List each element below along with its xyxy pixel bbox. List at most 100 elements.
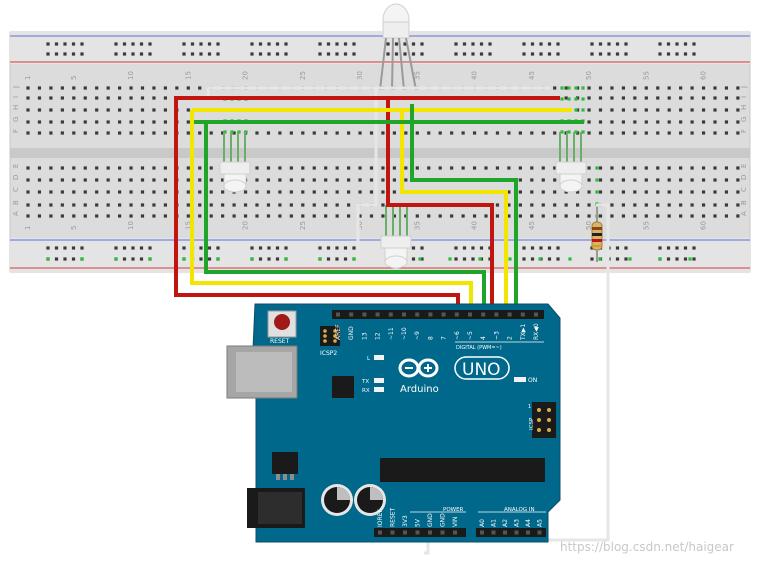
breadboard-hole — [152, 86, 156, 90]
breadboard-hole — [95, 96, 99, 100]
breadboard-hole — [186, 166, 190, 170]
rail-hole — [275, 42, 280, 46]
breadboard-hole — [95, 214, 99, 218]
rgb-led-top — [379, 3, 417, 91]
breadboard-hole — [724, 214, 729, 218]
header-pin — [415, 312, 420, 317]
breadboard-hole — [163, 214, 167, 218]
rail-hole — [71, 246, 76, 250]
breadboard-hole — [495, 131, 500, 135]
breadboard-hole — [736, 86, 740, 90]
breadboard-hole — [358, 166, 362, 170]
breadboard-hole — [541, 203, 545, 207]
breadboard-hole — [209, 131, 213, 135]
breadboard-hole — [72, 96, 76, 100]
pin-label: ~11 — [388, 327, 395, 340]
breadboard-hole — [690, 120, 694, 124]
rail-hole — [131, 257, 135, 261]
led-rx — [374, 387, 384, 392]
icsp2-header — [320, 326, 340, 346]
breadboard-hole — [633, 131, 637, 135]
rail-hole — [675, 42, 679, 46]
breadboard-hole — [118, 203, 122, 207]
breadboard-hole — [301, 190, 305, 194]
rail-hole — [675, 52, 679, 56]
rail-hole — [207, 42, 212, 46]
row-letter: F — [740, 129, 748, 133]
connected-hole — [508, 257, 512, 261]
breadboard-hole — [438, 131, 442, 135]
breadboard-hole — [83, 96, 87, 100]
rail-hole — [471, 257, 475, 261]
breadboard-hole — [324, 178, 328, 182]
breadboard-hole — [358, 190, 362, 194]
rail-hole — [539, 52, 543, 56]
breadboard-hole — [186, 203, 190, 207]
pin-label: A2 — [502, 519, 509, 527]
breadboard-hole — [49, 178, 53, 182]
breadboard-hole — [289, 166, 293, 170]
header-pin — [336, 312, 340, 317]
rail-hole — [250, 246, 254, 250]
breadboard-hole — [530, 131, 534, 135]
breadboard-hole — [140, 190, 145, 194]
breadboard-hole — [347, 178, 351, 182]
rail-hole — [666, 42, 671, 46]
rail-hole — [488, 52, 492, 56]
breadboard-hole — [106, 96, 110, 100]
rail-hole — [615, 52, 620, 56]
rail-hole — [182, 246, 186, 250]
rail-hole — [522, 257, 526, 261]
rail-hole — [326, 52, 331, 56]
rail-hole — [666, 246, 671, 250]
breadboard-hole — [610, 96, 614, 100]
rail-hole — [54, 52, 59, 56]
row-letter: H — [12, 105, 20, 110]
breadboard-hole — [186, 131, 190, 135]
breadboard-hole — [736, 120, 740, 124]
pin-label: ~9 — [414, 331, 421, 340]
breadboard-hole — [37, 96, 42, 100]
breadboard-hole — [484, 131, 488, 135]
breadboard-hole — [37, 120, 42, 124]
breadboard-hole — [289, 131, 293, 135]
rail-hole — [522, 246, 526, 250]
breadboard-hole — [83, 190, 87, 194]
header-pin — [362, 312, 367, 317]
rail-hole — [318, 52, 322, 56]
pin-label: 13 — [361, 332, 368, 340]
rail-hole — [462, 246, 467, 250]
rail-hole — [267, 42, 271, 46]
row-letter: I — [12, 96, 20, 98]
breadboard-hole — [724, 203, 729, 207]
column-number: 5 — [70, 76, 78, 80]
breadboard-hole — [736, 214, 740, 218]
breadboard-hole — [484, 166, 488, 170]
breadboard-hole — [633, 120, 637, 124]
pin-label: 2 — [507, 336, 514, 340]
rail-hole — [54, 246, 59, 250]
breadboard-hole — [198, 214, 202, 218]
breadboard-hole — [72, 120, 76, 124]
breadboard-hole — [95, 120, 99, 124]
rail-hole — [326, 42, 331, 46]
connected-hole — [658, 257, 662, 261]
rail-hole — [71, 257, 76, 261]
breadboard-hole — [392, 178, 396, 182]
breadboard-hole — [83, 120, 87, 124]
breadboard-hole — [347, 190, 351, 194]
rail-hole — [71, 52, 76, 56]
rail-hole — [46, 52, 50, 56]
reset-label: RESET — [270, 338, 290, 345]
breadboard-hole — [507, 166, 511, 170]
rail-hole — [216, 52, 220, 56]
breadboard-hole — [347, 214, 351, 218]
breadboard-hole — [140, 131, 145, 135]
breadboard-hole — [644, 178, 648, 182]
rail-hole — [394, 42, 399, 46]
rail-hole — [530, 42, 535, 46]
breadboard-hole — [26, 108, 30, 112]
breadboard-hole — [232, 131, 236, 135]
breadboard-hole — [598, 86, 603, 90]
breadboard-hole — [667, 166, 671, 170]
